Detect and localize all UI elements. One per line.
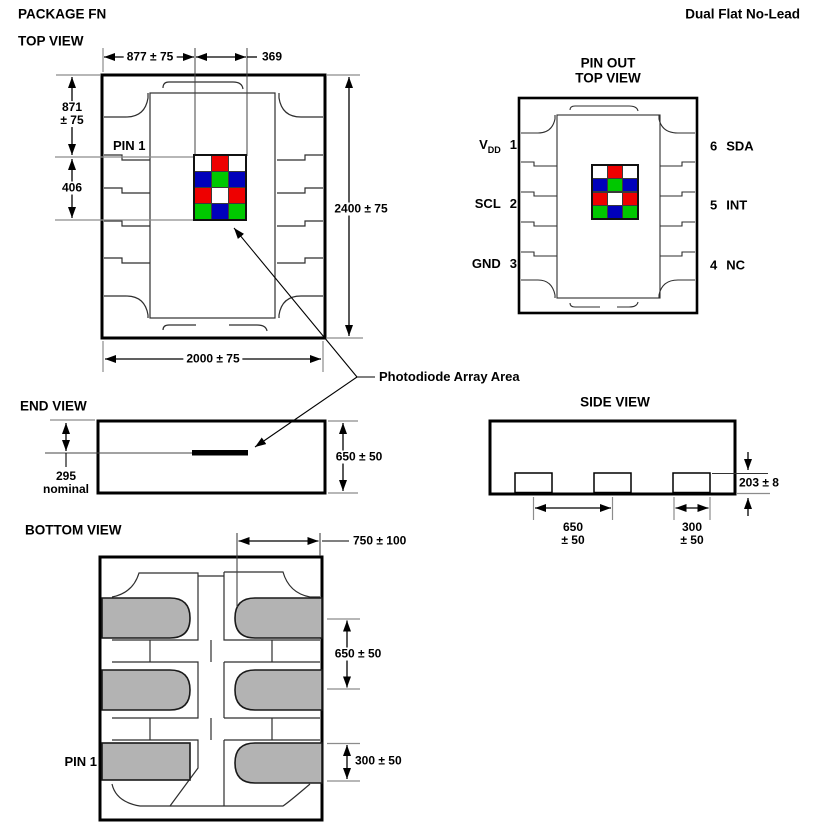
dim-406-label: 406	[58, 181, 86, 195]
end-view-title: END VIEW	[20, 398, 87, 414]
photodiode-cell-red	[623, 192, 637, 205]
top-view-pin1-label: PIN 1	[113, 137, 146, 153]
side-view-pads	[514, 472, 711, 494]
side-view-outline	[488, 419, 737, 496]
pinout-leadframe	[521, 105, 695, 308]
dim-871-label: 871± 75	[57, 101, 87, 127]
photodiode-cell-white	[623, 166, 637, 178]
pin-label-6-sda: 6 SDA	[710, 138, 754, 154]
side-view-title: SIDE VIEW	[580, 394, 650, 410]
photodiode-cell-blue	[212, 204, 228, 219]
photodiode-leader-lines	[233, 227, 375, 448]
dim-650-bottom-label: 650 ± 50	[331, 647, 385, 661]
photodiode-cell-blue	[195, 172, 211, 187]
photodiode-cell-red	[229, 188, 245, 203]
top-view-leadframe	[104, 81, 323, 332]
pinout-outline	[517, 96, 699, 315]
bottom-view-leadframe	[111, 571, 320, 807]
end-view-array-bar	[45, 450, 248, 456]
bottom-view-title: BOTTOM VIEW	[25, 522, 122, 538]
end-view-dimension-lines	[50, 419, 358, 494]
pin-label-gnd-3: GND 3	[471, 256, 517, 272]
photodiode-cell-white	[195, 156, 211, 171]
dim-877-label: 877 ± 75	[123, 50, 177, 64]
dim-369-label: 369	[262, 49, 283, 64]
photodiode-cell-green	[593, 206, 607, 218]
dim-650-side-label: 650± 50	[561, 520, 585, 547]
photodiode-array-pinout	[591, 164, 639, 220]
photodiode-cell-blue	[623, 179, 637, 192]
photodiode-cell-red	[593, 192, 607, 205]
page-title: PACKAGE FN	[18, 6, 107, 22]
photodiode-cell-blue	[593, 179, 607, 192]
photodiode-array-area-label: Photodiode Array Area	[379, 368, 520, 384]
photodiode-cell-white	[593, 166, 607, 178]
dim-2400-label: 2400 ± 75	[331, 202, 391, 216]
pin-label-5-int: 5 INT	[710, 197, 748, 213]
photodiode-cell-green	[195, 204, 211, 219]
photodiode-cell-white	[608, 192, 622, 205]
photodiode-cell-white	[229, 156, 245, 171]
pin-label-scl-2: SCL 2	[474, 196, 517, 212]
photodiode-cell-red	[212, 156, 228, 171]
photodiode-cell-red	[608, 166, 622, 178]
photodiode-cell-green	[623, 206, 637, 218]
bottom-view-pin1-label: PIN 1	[64, 753, 97, 769]
photodiode-cell-red	[195, 188, 211, 203]
dim-2000-label: 2000 ± 75	[183, 352, 243, 366]
end-view-outline	[96, 419, 327, 495]
dim-203-label: 203 ± 8	[739, 475, 779, 490]
side-view-dimension-lines	[532, 452, 770, 520]
package-type-title: Dual Flat No-Lead	[685, 6, 800, 22]
top-view-outline	[100, 73, 327, 340]
photodiode-cell-green	[229, 204, 245, 219]
photodiode-cell-green	[212, 172, 228, 187]
top-view-title: TOP VIEW	[18, 33, 84, 49]
bottom-view-pads	[101, 597, 323, 784]
pin-label-4-nc: 4 NC	[710, 257, 746, 273]
photodiode-cell-blue	[608, 206, 622, 218]
top-view-dimension-lines	[55, 48, 363, 372]
dim-650-end-label: 650 ± 50	[332, 450, 386, 464]
pin-label-vdd-1: VDD 1	[479, 137, 517, 155]
dim-300-bottom-label: 300 ± 50	[352, 754, 405, 768]
dim-300-side-label: 300± 50	[680, 520, 704, 547]
photodiode-cell-white	[212, 188, 228, 203]
photodiode-cell-green	[608, 179, 622, 192]
photodiode-cell-blue	[229, 172, 245, 187]
dim-750-label: 750 ± 100	[353, 533, 407, 548]
photodiode-array-top-view	[193, 154, 247, 221]
